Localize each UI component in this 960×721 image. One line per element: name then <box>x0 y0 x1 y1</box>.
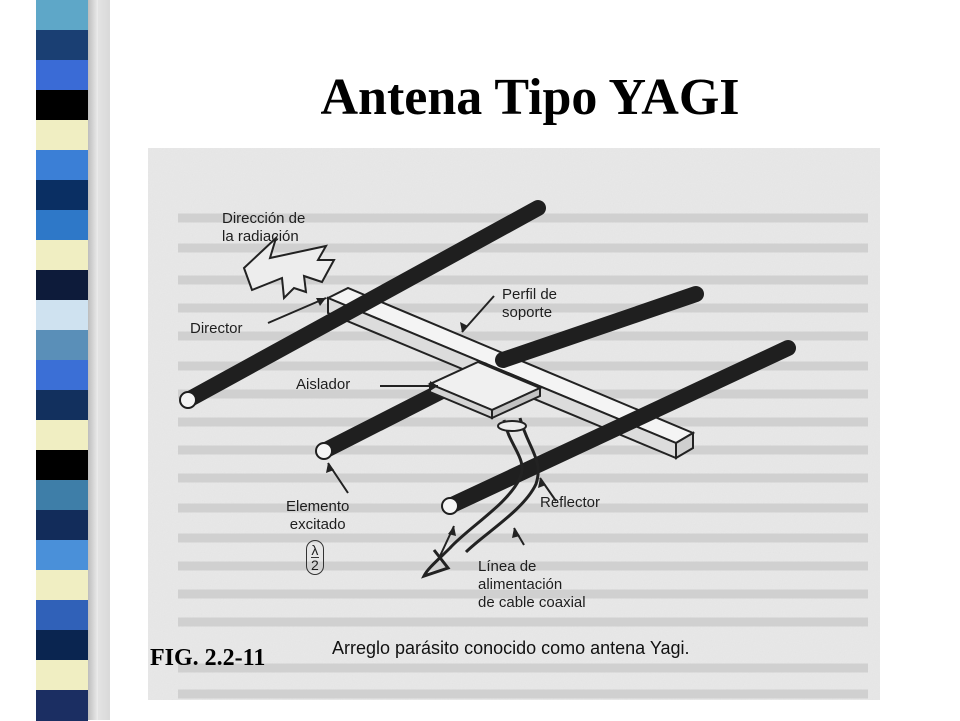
director-element <box>179 200 546 409</box>
color-block <box>36 270 88 301</box>
label-radiation-direction: Dirección de la radiación <box>222 210 305 246</box>
color-block <box>36 120 88 151</box>
color-block <box>36 480 88 511</box>
label-insulator: Aislador <box>296 376 351 393</box>
lambda-divisor: 2 <box>311 557 319 573</box>
color-block <box>36 0 88 31</box>
scanned-diagram: Dirección de la radiación Director Perfi… <box>148 148 880 700</box>
arrowheads <box>316 298 546 538</box>
label-radiation-line-2: la radiación <box>222 228 299 245</box>
slide-title: Antena Tipo YAGI <box>320 69 740 126</box>
color-block <box>36 150 88 181</box>
color-block <box>36 630 88 661</box>
color-block <box>36 540 88 571</box>
color-block <box>36 330 88 361</box>
reflector-element <box>441 340 796 515</box>
lambda-symbol: λ <box>311 542 319 558</box>
label-support-line-2: soporte <box>502 304 553 321</box>
radiation-arrow <box>242 234 336 301</box>
color-block <box>36 210 88 241</box>
color-block <box>36 90 88 121</box>
color-block <box>36 60 88 91</box>
label-feed-line-2: alimentación <box>478 576 563 593</box>
label-radiation-line-1: Dirección de <box>222 210 306 227</box>
color-block <box>36 420 88 451</box>
label-feed-line-3: de cable coaxial <box>478 594 586 611</box>
label-feed-line-1: Línea de <box>478 558 537 575</box>
label-half-wave: λ 2 <box>306 540 324 575</box>
figure-caption: Arreglo parásito conocido como antena Ya… <box>332 638 690 658</box>
coax-feed-line <box>421 417 540 579</box>
color-block <box>36 30 88 61</box>
color-block <box>36 510 88 541</box>
color-block <box>36 660 88 691</box>
label-support-line-1: Perfil de <box>502 286 558 303</box>
label-driven-line-2: excitado <box>289 516 346 533</box>
yagi-antenna-drawing <box>148 148 880 700</box>
color-block <box>36 240 88 271</box>
label-driven-element: Elemento excitado <box>286 498 349 534</box>
color-block <box>36 570 88 601</box>
color-block <box>36 390 88 421</box>
color-block <box>36 690 88 721</box>
band-shadow <box>88 0 98 720</box>
label-reflector: Reflector <box>540 494 601 511</box>
label-director: Director <box>190 320 243 337</box>
color-block <box>36 180 88 211</box>
label-support-profile: Perfil de soporte <box>502 286 557 322</box>
color-block <box>36 450 88 481</box>
color-block-band <box>36 0 88 721</box>
figure-number: FIG. 2.2-11 <box>150 645 266 671</box>
label-feed-line: Línea de alimentación de cable coaxial <box>478 558 586 612</box>
color-block <box>36 300 88 331</box>
label-driven-line-1: Elemento <box>286 498 350 515</box>
color-block <box>36 360 88 391</box>
color-block <box>36 600 88 631</box>
